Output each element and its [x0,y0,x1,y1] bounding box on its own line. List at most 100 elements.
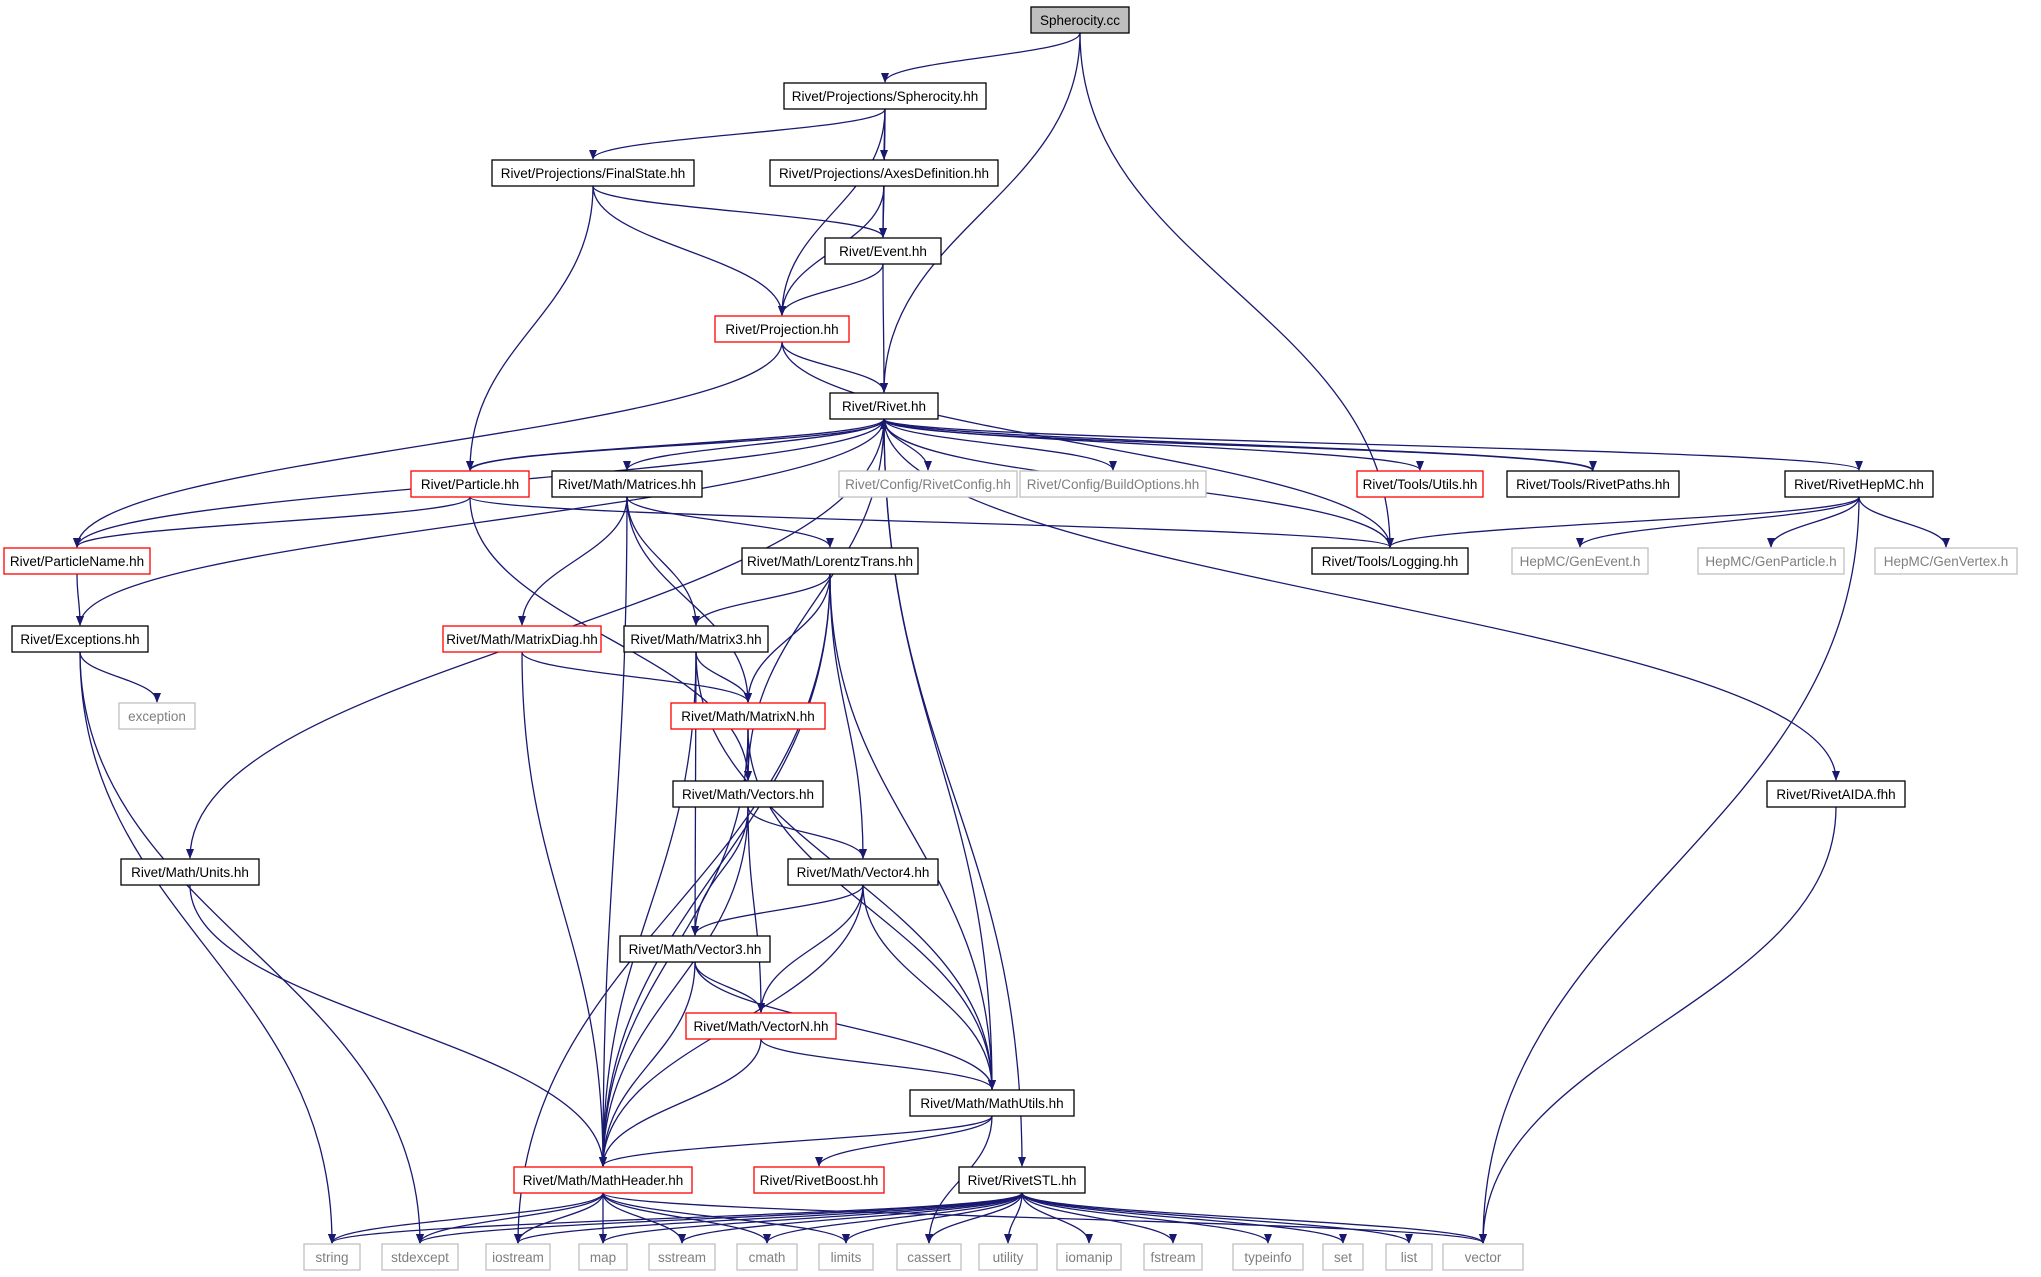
node-label: HepMC/GenVertex.h [1884,554,2009,569]
node-box [1356,470,1484,498]
edge-rivet-projections-finalstate-hh-to-rivet-particle-hh [466,185,594,471]
edge-rivet-particlename-hh-to-rivet-exceptions-hh [75,573,84,626]
node-box [551,470,703,498]
edge-layer [73,32,1950,1244]
node-rivet-rivetboost-hh[interactable]: Rivet/RivetBoost.hh [753,1166,885,1194]
node-label: Rivet/Projection.hh [725,322,838,337]
node-label: Spherocity.cc [1040,13,1120,28]
node-rivet-math-vector3-hh[interactable]: Rivet/Math/Vector3.hh [619,935,771,963]
node-rivet-math-lorentztrans-hh[interactable]: Rivet/Math/LorentzTrans.hh [741,547,919,575]
edge-rivet-projections-finalstate-hh-to-rivet-projection-hh [592,185,786,316]
node-label: typeinfo [1244,1250,1291,1265]
node-rivet-tools-logging-hh[interactable]: Rivet/Tools/Logging.hh [1311,547,1469,575]
node-rivet-rivetstl-hh[interactable]: Rivet/RivetSTL.hh [958,1166,1086,1194]
edge-rivet-rivetstl-hh-to-limits [842,1192,1023,1244]
node-label: Rivet/Math/LorentzTrans.hh [747,554,913,569]
node-rivet-particlename-hh[interactable]: Rivet/ParticleName.hh [3,547,151,575]
node-rivet-projections-finalstate-hh[interactable]: Rivet/Projections/FinalState.hh [491,159,695,187]
node-box [1385,1243,1433,1271]
node-rivet-particle-hh[interactable]: Rivet/Particle.hh [410,470,530,498]
node-box [753,1166,885,1194]
edge-rivet-math-vectors-hh-to-rivet-math-mathheader-hh [599,806,749,1167]
node-box [824,237,942,265]
node-utility: utility [978,1243,1038,1271]
node-label: Rivet/Projections/AxesDefinition.hh [779,166,989,181]
node-label: utility [993,1250,1024,1265]
edge-rivet-math-mathheader-hh-to-vector [602,1192,1487,1244]
node-label: Rivet/ParticleName.hh [10,554,144,569]
node-label: Rivet/Event.hh [839,244,927,259]
node-iomanip: iomanip [1056,1243,1122,1271]
node-label: Rivet/Math/VectorN.hh [693,1019,828,1034]
node-rivet-math-mathutils-hh[interactable]: Rivet/Math/MathUtils.hh [909,1089,1075,1117]
edge-rivet-particle-hh-to-rivet-particlename-hh [73,496,471,548]
edge-rivet-math-matrix3-hh-to-rivet-math-matrixn-hh [695,651,752,703]
node-rivet-rivet-hh[interactable]: Rivet/Rivet.hh [829,392,939,420]
node-rivet-math-mathheader-hh[interactable]: Rivet/Math/MathHeader.hh [513,1166,693,1194]
node-rivet-math-vectorn-hh[interactable]: Rivet/Math/VectorN.hh [685,1012,837,1040]
node-label: Rivet/Tools/Logging.hh [1322,554,1459,569]
node-rivet-math-matrices-hh[interactable]: Rivet/Math/Matrices.hh [551,470,703,498]
node-label: Rivet/RivetSTL.hh [968,1173,1077,1188]
edge-rivet-math-lorentztrans-hh-to-iostream [514,573,831,1244]
edge-rivet-rivetaida-fhh-to-vector [1479,806,1837,1244]
node-box [1019,470,1207,498]
node-rivet-projections-spherocity-hh[interactable]: Rivet/Projections/Spherocity.hh [783,82,987,110]
edge-rivet-rivet-hh-to-rivet-math-matrices-hh [623,418,885,471]
edge-rivet-rivethepmc-hh-to-hepmc-genparticle-h [1767,496,1860,548]
node-box [1442,1243,1524,1271]
node-rivet-math-matrix3-hh[interactable]: Rivet/Math/Matrix3.hh [623,625,769,653]
node-label: Rivet/Projections/FinalState.hh [501,166,686,181]
node-rivet-math-matrixn-hh[interactable]: Rivet/Math/MatrixN.hh [670,702,826,730]
node-rivet-math-vector4-hh[interactable]: Rivet/Math/Vector4.hh [787,858,939,886]
node-layer: Spherocity.ccRivet/Projections/Spherocit… [3,6,2018,1271]
node-box [578,1243,628,1271]
edge-rivet-rivetstl-hh-to-list [1021,1192,1413,1244]
edge-rivet-rivetstl-hh-to-typeinfo [1021,1192,1272,1244]
node-rivet-event-hh[interactable]: Rivet/Event.hh [824,237,942,265]
node-label: iomanip [1065,1250,1112,1265]
edge-rivet-math-vector4-hh-to-rivet-math-mathutils-hh [862,884,996,1090]
edge-rivet-rivethepmc-hh-to-hepmc-genevent-h [1576,496,1860,548]
node-label: string [315,1250,348,1265]
node-rivet-tools-utils-hh[interactable]: Rivet/Tools/Utils.hh [1356,470,1484,498]
edge-rivet-rivethepmc-hh-to-rivet-tools-logging-hh [1386,496,1860,548]
edge-rivet-rivetstl-hh-to-map [599,1192,1023,1244]
node-rivet-tools-rivetpaths-hh[interactable]: Rivet/Tools/RivetPaths.hh [1506,470,1680,498]
node-box [909,1089,1075,1117]
node-box [442,625,602,653]
edge-rivet-math-vectors-hh-to-rivet-math-vector3-hh [691,806,749,936]
node-box [118,702,196,730]
node-label: Rivet/Math/MathHeader.hh [523,1173,684,1188]
edge-rivet-rivet-hh-to-rivet-tools-utils-hh [883,418,1424,471]
edge-rivet-math-vector3-hh-to-rivet-math-vectorn-hh [694,961,765,1013]
node-label: exception [128,709,186,724]
edge-rivet-rivet-hh-to-rivet-rivethepmc-hh [883,418,1863,471]
node-box [619,935,771,963]
node-hepmc-genevent-h: HepMC/GenEvent.h [1511,547,1649,575]
node-rivet-rivetaida-fhh[interactable]: Rivet/RivetAIDA.fhh [1766,780,1906,808]
node-rivet-math-units-hh[interactable]: Rivet/Math/Units.hh [120,858,260,886]
node-rivet-math-matrixdiag-hh[interactable]: Rivet/Math/MatrixDiag.hh [442,625,602,653]
edge-rivet-exceptions-hh-to-exception [79,651,161,703]
node-box [513,1166,693,1194]
node-box [1311,547,1469,575]
node-label: sstream [658,1250,706,1265]
node-label: Rivet/Config/BuildOptions.hh [1027,477,1200,492]
node-rivet-exceptions-hh[interactable]: Rivet/Exceptions.hh [11,625,149,653]
node-rivet-rivethepmc-hh[interactable]: Rivet/RivetHepMC.hh [1784,470,1934,498]
node-rivet-projections-axesdefinition-hh[interactable]: Rivet/Projections/AxesDefinition.hh [769,159,999,187]
edge-rivet-exceptions-hh-to-string [79,651,336,1244]
edge-rivet-rivetstl-hh-to-sstream [678,1192,1023,1244]
node-label: Rivet/Math/MatrixN.hh [681,709,815,724]
node-rivet-projection-hh[interactable]: Rivet/Projection.hh [714,315,850,343]
node-box [838,470,1018,498]
node-rivet-math-vectors-hh[interactable]: Rivet/Math/Vectors.hh [672,780,824,808]
edge-rivet-math-matrices-hh-to-rivet-math-mathheader-hh [599,496,628,1167]
node-box [3,547,151,575]
node-box [1232,1243,1304,1271]
node-label: Rivet/Rivet.hh [842,399,926,414]
edge-rivet-math-lorentztrans-hh-to-rivet-math-mathheader-hh [599,573,831,1167]
node-box [741,547,919,575]
